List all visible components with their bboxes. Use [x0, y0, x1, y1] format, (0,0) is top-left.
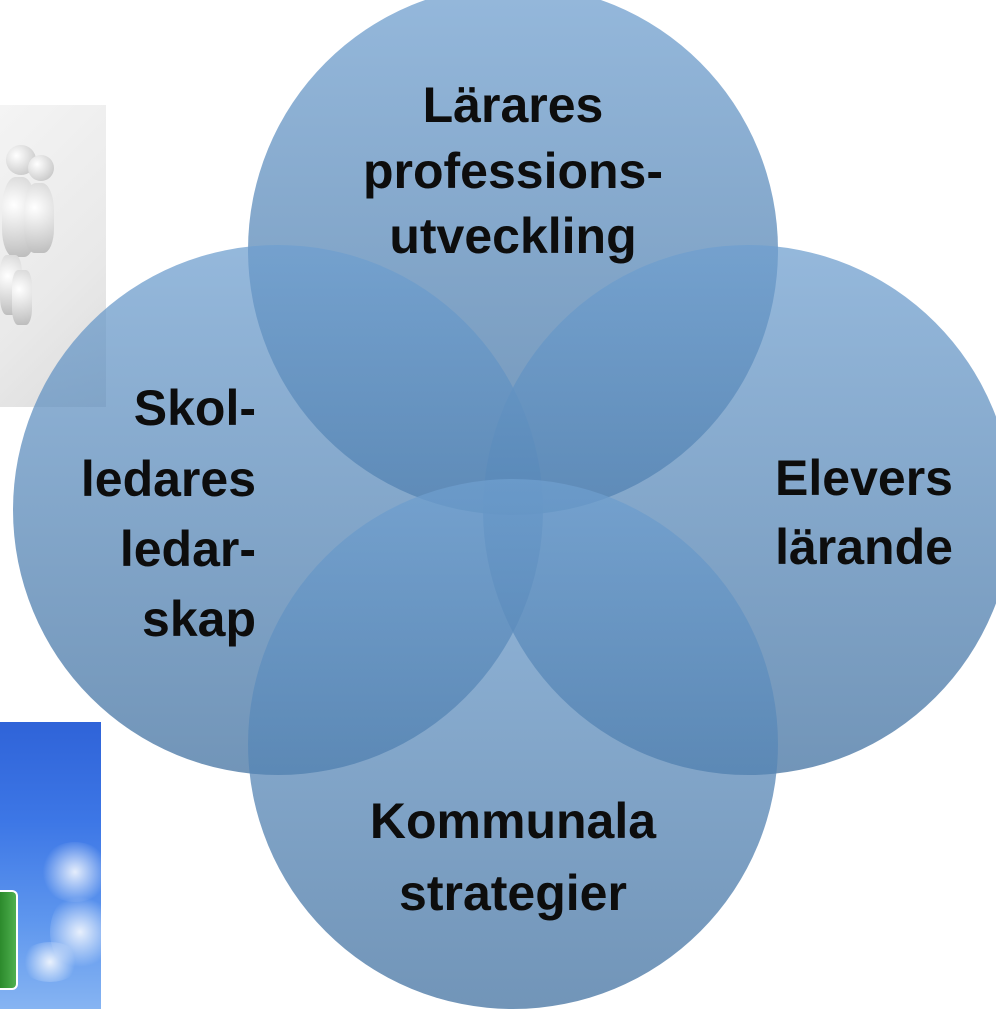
- label-left-line-3: ledar-: [120, 521, 256, 577]
- label-left: Skol- ledares ledar- skap: [81, 380, 256, 647]
- label-top: Lärares professions- utveckling: [363, 77, 663, 264]
- label-left-line-1: Skol-: [134, 380, 256, 436]
- label-top-line-2: professions-: [363, 143, 663, 199]
- label-right-line-1: Elevers: [775, 450, 953, 506]
- label-bottom-line-2: strategier: [399, 865, 627, 921]
- label-left-line-2: ledares: [81, 451, 256, 507]
- green-book-graphic: [0, 890, 18, 990]
- label-top-line-1: Lärares: [423, 77, 604, 133]
- label-left-line-4: skap: [142, 591, 256, 647]
- label-right-line-2: lärande: [775, 519, 953, 575]
- sky-image: [0, 722, 101, 1009]
- label-top-line-3: utveckling: [389, 208, 636, 264]
- label-bottom: Kommunala strategier: [370, 793, 657, 921]
- people-figures-image: [0, 105, 106, 407]
- circle-bottom: [248, 479, 778, 1009]
- label-right: Elevers lärande: [775, 450, 953, 575]
- label-bottom-line-1: Kommunala: [370, 793, 657, 849]
